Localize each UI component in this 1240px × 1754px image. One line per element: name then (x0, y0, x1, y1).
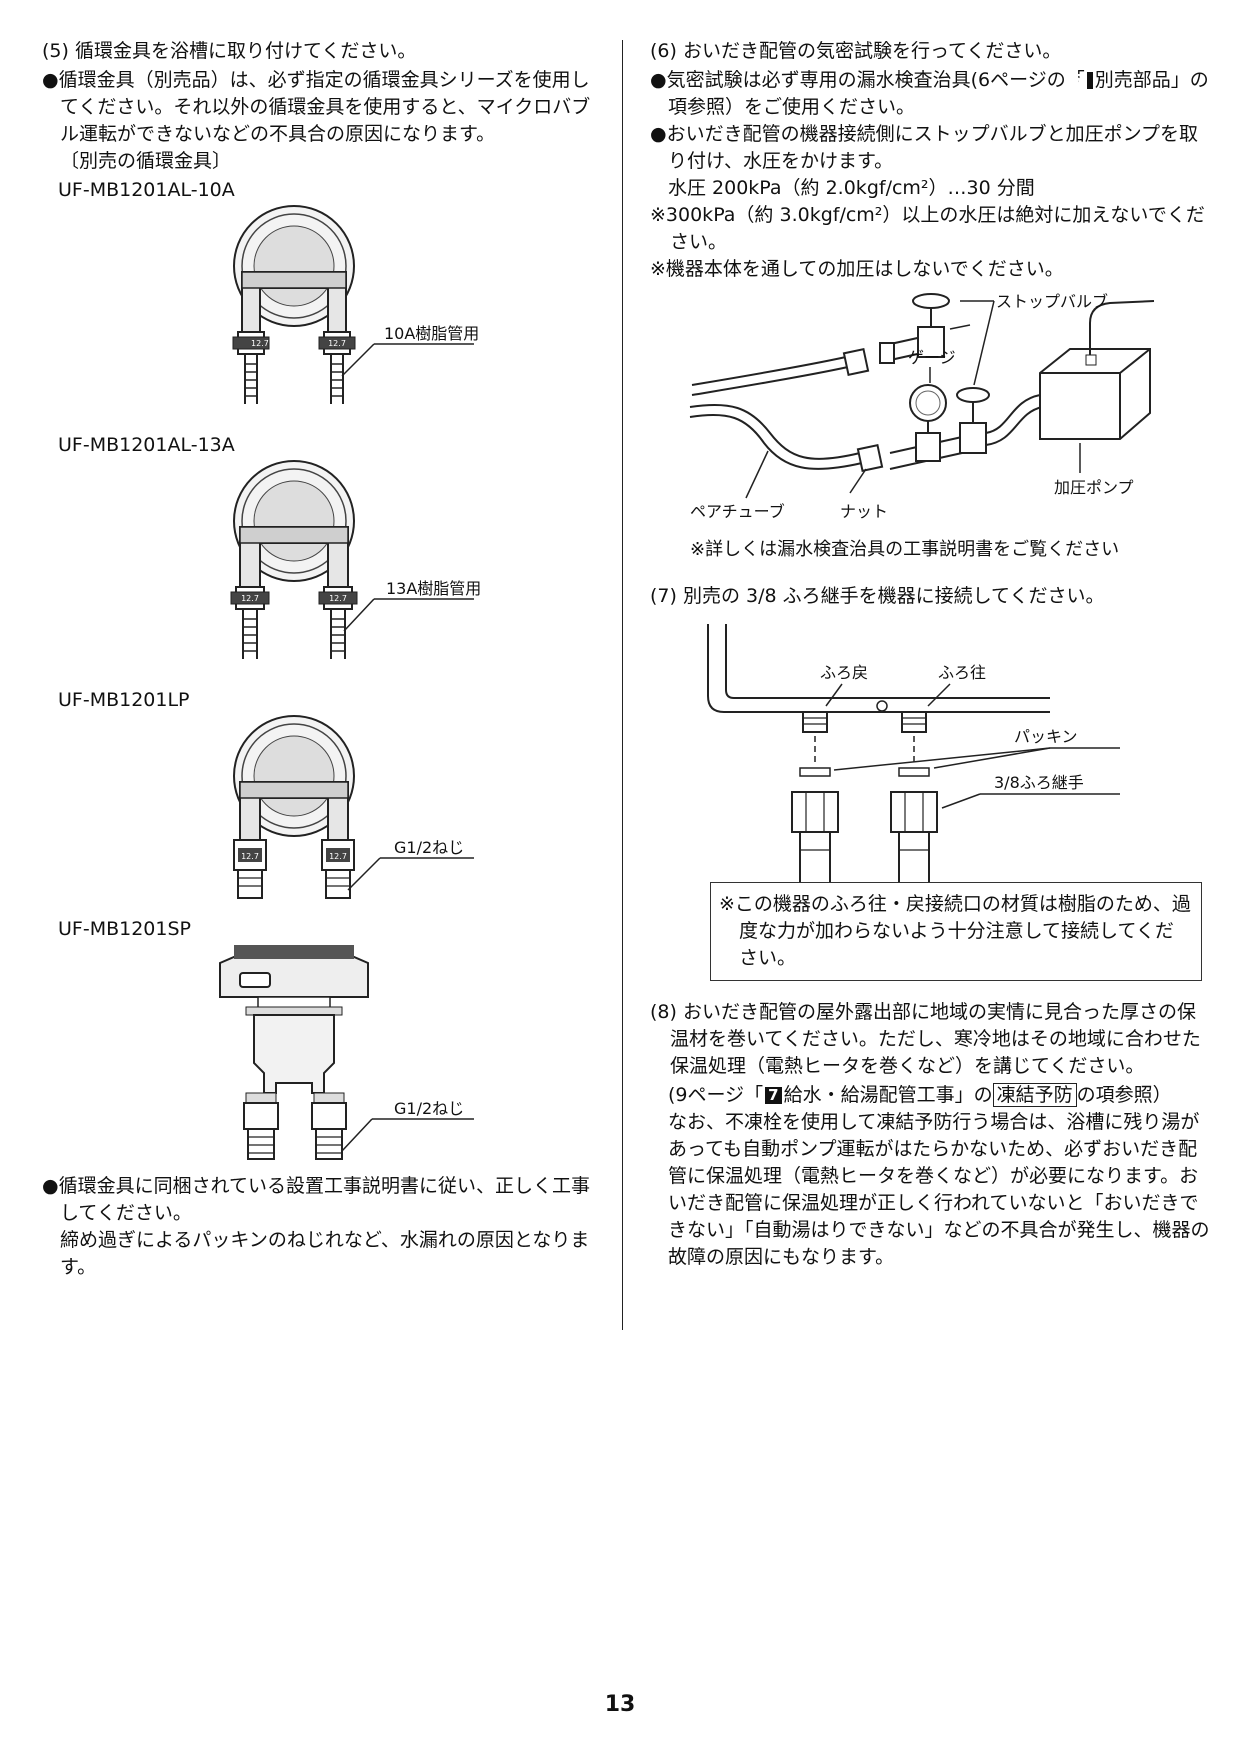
section-6-bullet-2: ●おいだき配管の機器接続側にストップバルブと加圧ポンプを取り付け、水圧をかけます… (650, 123, 1199, 172)
section-number-badge: 7 (765, 1087, 782, 1104)
fitting-figure-10a: 12.7 12.7 10A樹脂管用 (232, 205, 479, 404)
stop-valve-label: ストップバルブ (996, 292, 1108, 311)
outgoing-port-label: ふろ往 (938, 663, 986, 682)
section-5-bullet-2-cont: 締め過ぎによるパッキンのねじれなど、水漏れの原因となります。 (60, 1229, 590, 1278)
leak-test-diagram: ストップバルブ ゲージ 加圧ポンプ ペアチューブ ナット ※詳しくは漏水検査治具… (689, 292, 1155, 560)
pressure-spec: 水圧 200kPa（約 2.0kgf/cm²）…30 分間 (668, 177, 1035, 199)
fitting-callout: G1/2ねじ (394, 1099, 464, 1118)
joint-label: 3/8ふろ継手 (994, 773, 1084, 792)
text: ●気密試験は必ず専用の漏水検査治具(6ページの「 (650, 69, 1085, 91)
page-number: 13 (604, 1692, 636, 1717)
fitting-callout: 13A樹脂管用 (386, 579, 481, 598)
pump-label: 加圧ポンプ (1054, 478, 1134, 497)
column-divider (622, 40, 623, 1330)
left-column: (5) 循環金具を浴槽に取り付けてください。 ●循環金具（別売品）は、必ず指定の… (42, 38, 602, 1281)
ring-label: 12.7 (328, 339, 346, 348)
text: の項参照） (1076, 1084, 1172, 1106)
ring-label: 12.7 (329, 594, 347, 603)
section-5-bullet-1: ●循環金具（別売品）は、必ず指定の循環金具シリーズを使用してください。それ以外の… (42, 69, 591, 145)
freeze-prevention-box: 凍結予防 (992, 1083, 1077, 1107)
section-8-heading: (8) おいだき配管の屋外露出部に地域の実情に見合った厚さの保温材を巻いてくださ… (650, 1001, 1201, 1077)
fitting-figure-sp: G1/2ねじ (219, 945, 474, 1160)
text: 別売部品」の項参照）をご使用ください。 (668, 69, 1209, 118)
pair-tube-label: ペアチューブ (690, 502, 785, 521)
ring-label: 12.7 (241, 594, 259, 603)
text: 給水・給湯配管工事」の (783, 1084, 993, 1106)
fitting-figure-13a: 12.7 12.7 13A樹脂管用 (230, 460, 481, 659)
right-column: (6) おいだき配管の気密試験を行ってください。 ●気密試験は必ず専用の漏水検査… (650, 38, 1210, 1271)
fitting-callout: G1/2ねじ (394, 838, 464, 857)
section-7-heading: (7) 別売の 3/8 ふろ継手を機器に接続してください。 (650, 585, 1105, 607)
return-port-label: ふろ戻 (820, 663, 868, 682)
model-name: UF-MB1201LP (58, 689, 190, 711)
section-number-badge: 5 (1072, 72, 1093, 89)
resin-warning-box: ※この機器のふろ往・戻接続口の材質は樹脂のため、過度な力が加わらないよう十分注意… (710, 882, 1202, 981)
model-name: UF-MB1201AL-10A (58, 179, 235, 201)
pressure-warning: ※300kPa（約 3.0kgf/cm²）以上の水圧は絶対に加えないでください。 (650, 204, 1205, 253)
diagram-caption: ※詳しくは漏水検査治具の工事説明書をご覧ください (690, 539, 1119, 560)
model-name: UF-MB1201SP (58, 918, 191, 940)
ring-label: 12.7 (251, 339, 269, 348)
section-5-bullet-2: ●循環金具に同梱されている設置工事説明書に従い、正しく工事してください。 (42, 1175, 591, 1224)
fitting-figure-lp: 12.7 12.7 G1/2ねじ (233, 715, 474, 899)
text: (9ページ「 (668, 1084, 764, 1106)
section-5-heading: (5) 循環金具を浴槽に取り付けてください。 (42, 40, 417, 62)
ring-label: 12.7 (241, 852, 259, 861)
nut-label: ナット (840, 502, 888, 521)
gauge-label: ゲージ (908, 348, 956, 367)
section-6-heading: (6) おいだき配管の気密試験を行ってください。 (650, 40, 1062, 62)
accessory-subheading: 〔別売の循環金具〕 (60, 150, 232, 172)
bath-joint-diagram: ふろ戻 ふろ往 パッキン 3/8ふろ継手 (707, 624, 1120, 882)
model-name: UF-MB1201AL-13A (58, 434, 235, 456)
fitting-callout: 10A樹脂管用 (384, 324, 479, 343)
section-8-paragraph: なお、不凍栓を使用して凍結予防行う場合は、浴槽に残り湯があっても自動ポンプ運転が… (668, 1111, 1210, 1268)
resin-warning-text: ※この機器のふろ往・戻接続口の材質は樹脂のため、過度な力が加わらないよう十分注意… (719, 893, 1191, 969)
pressure-note: ※機器本体を通しての加圧はしないでください。 (650, 258, 1064, 280)
ring-label: 12.7 (329, 852, 347, 861)
packing-label: パッキン (1014, 727, 1078, 746)
